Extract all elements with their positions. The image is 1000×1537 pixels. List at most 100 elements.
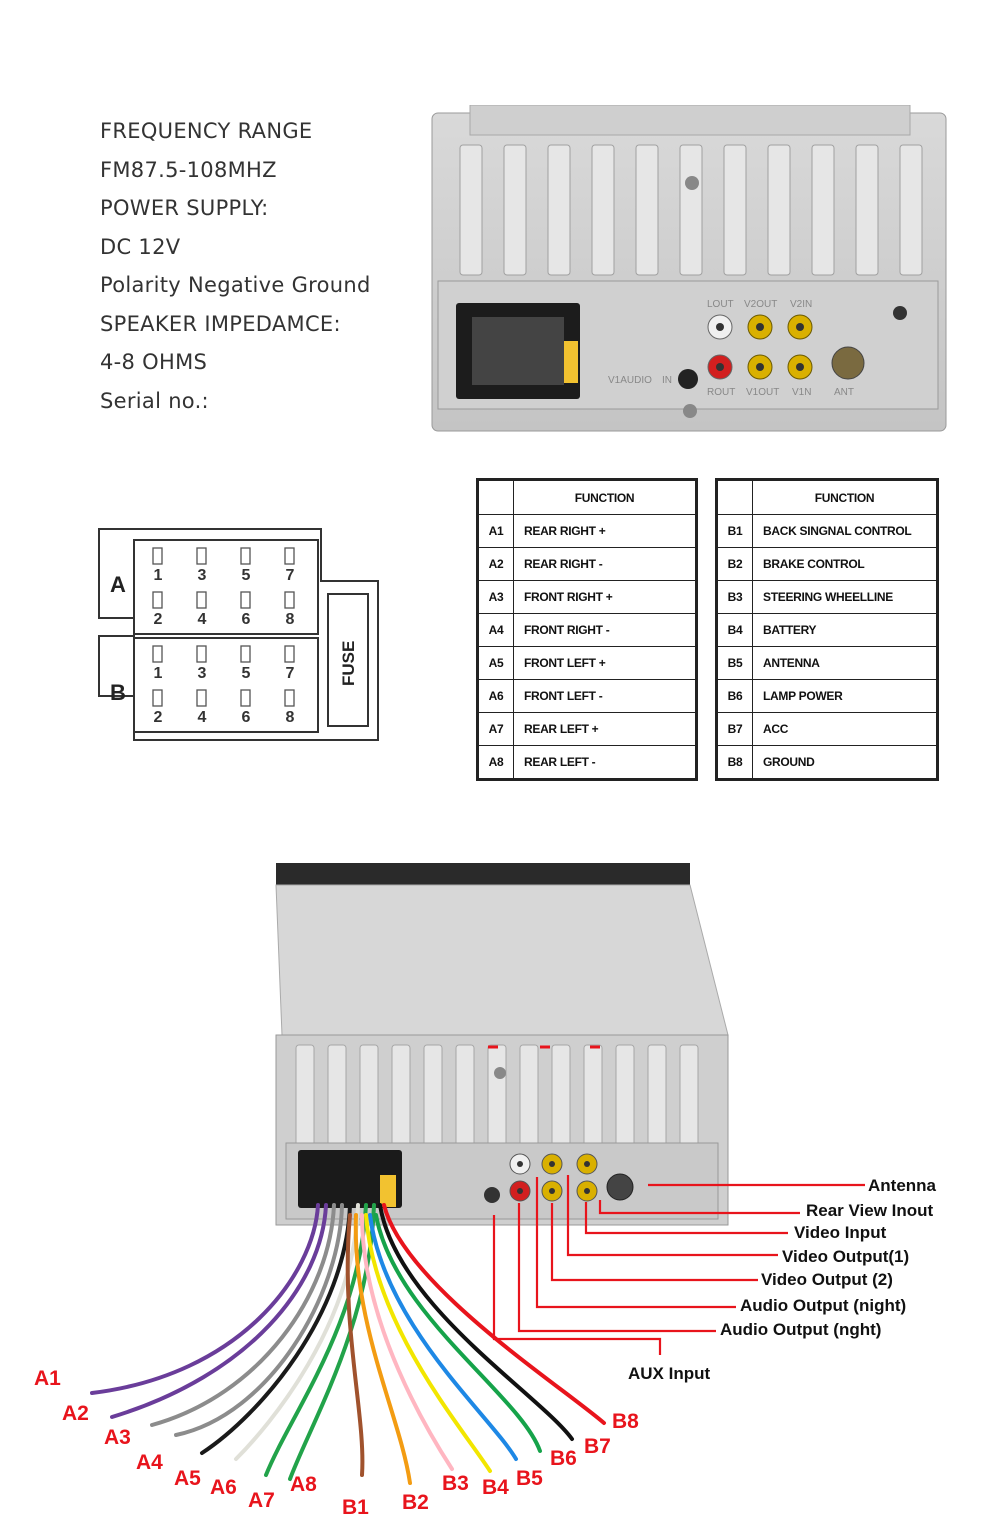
rear-panel-image: LOUT V2OUT V2IN ROUT V1OUT V1N ANT V1AUD… xyxy=(431,105,947,432)
spec-line: DC 12V xyxy=(100,234,181,259)
wire-label-a8: A8 xyxy=(290,1473,317,1496)
pin-function: FRONT LEFT - xyxy=(513,679,697,713)
pin-function: REAR RIGHT - xyxy=(513,547,697,581)
pin-id: A6 xyxy=(477,679,514,713)
pin-id: B2 xyxy=(716,547,753,581)
pin-a7: 7 xyxy=(286,567,295,584)
row-a-label: A xyxy=(110,572,126,597)
wire-label-b1: B1 xyxy=(342,1496,369,1519)
wire-label-b4: B4 xyxy=(482,1476,509,1499)
wire-label-b3: B3 xyxy=(442,1472,469,1495)
pin-a8: 8 xyxy=(286,611,295,628)
pin-function: LAMP POWER xyxy=(752,679,938,713)
spec-line: Polarity Negative Ground xyxy=(100,273,371,297)
pin-function: FRONT RIGHT - xyxy=(513,613,697,647)
pin-function: REAR LEFT + xyxy=(513,712,697,746)
callout-audio-output-nght: Audio Output (nght) xyxy=(720,1320,882,1339)
wire-label-a6: A6 xyxy=(210,1476,237,1499)
table-b-header: FUNCTION xyxy=(752,479,938,515)
pin-id: B7 xyxy=(716,712,753,746)
label-rout: ROUT xyxy=(707,387,735,398)
pin-b1: 1 xyxy=(154,665,163,682)
callout-audio-output-night: Audio Output (night) xyxy=(740,1296,907,1315)
label-v1out: V1OUT xyxy=(746,387,779,398)
label-in: IN xyxy=(662,375,672,386)
wire-label-a2: A2 xyxy=(62,1402,89,1425)
label-v2out: V2OUT xyxy=(744,299,777,310)
label-lout: LOUT xyxy=(707,299,734,310)
wire-label-a4: A4 xyxy=(136,1451,163,1474)
pin-id: B1 xyxy=(716,514,753,548)
pin-a4: 4 xyxy=(198,611,207,628)
wire-label-a1: A1 xyxy=(34,1367,61,1390)
callout-video-output-2: Video Output (2) xyxy=(761,1270,893,1289)
pin-function: BATTERY xyxy=(752,613,938,647)
pin-id: B3 xyxy=(716,580,753,614)
wire-label-b7: B7 xyxy=(584,1435,611,1458)
pin-function: ACC xyxy=(752,712,938,746)
pin-a6: 6 xyxy=(242,611,251,628)
pin-a2: 2 xyxy=(154,611,163,628)
spec-line: 4-8 OHMS xyxy=(100,350,208,374)
pin-id: A7 xyxy=(477,712,514,746)
spec-line: FREQUENCY RANGE xyxy=(100,119,313,143)
pin-function: BRAKE CONTROL xyxy=(752,547,938,581)
pin-b2: 2 xyxy=(154,709,163,726)
pin-function: BACK SINGNAL CONTROL xyxy=(752,514,938,548)
pin-id: A8 xyxy=(477,745,514,780)
spec-line: SPEAKER IMPEDAMCE: xyxy=(100,311,341,336)
pin-id: B8 xyxy=(716,745,753,780)
label-ant: ANT xyxy=(834,387,854,398)
pin-b7: 7 xyxy=(286,665,295,682)
pin-id: A1 xyxy=(477,514,514,548)
pin-id: B5 xyxy=(716,646,753,680)
callout-video-output-1: Video Output(1) xyxy=(782,1247,910,1266)
wire-label-b2: B2 xyxy=(402,1491,429,1514)
pin-id: A4 xyxy=(477,613,514,647)
unit-wiring-diagram xyxy=(90,863,865,1485)
pin-function: FRONT LEFT + xyxy=(513,646,697,680)
pin-function: REAR LEFT - xyxy=(513,745,697,780)
spec-list: FREQUENCY RANGE FM87.5-108MHZ POWER SUPP… xyxy=(100,112,371,420)
spec-line: FM87.5-108MHZ xyxy=(100,157,277,182)
pin-b3: 3 xyxy=(198,665,207,682)
label-v1audio: V1AUDIO xyxy=(608,375,652,386)
pin-a1: 1 xyxy=(154,567,163,584)
pin-a3: 3 xyxy=(198,567,207,584)
pin-function: FRONT RIGHT + xyxy=(513,580,697,614)
pin-id: A3 xyxy=(477,580,514,614)
label-v1n: V1N xyxy=(792,387,811,398)
pin-b8: 8 xyxy=(286,709,295,726)
pin-a5: 5 xyxy=(242,567,251,584)
connector-diagram: A B FUSE 1 3 5 7 2 4 6 8 1 3 5 7 2 4 6 8 xyxy=(98,528,379,741)
callout-rear-view-input: Rear View Inout xyxy=(806,1201,934,1220)
callout-antenna: Antenna xyxy=(868,1176,936,1195)
fuse-label: FUSE xyxy=(339,641,358,686)
wire-label-b6: B6 xyxy=(550,1447,577,1470)
wire-label-b5: B5 xyxy=(516,1467,543,1490)
callout-video-input: Video Input xyxy=(794,1223,887,1242)
pin-id: A2 xyxy=(477,547,514,581)
pin-function: GROUND xyxy=(752,745,938,780)
row-b-label: B xyxy=(110,680,126,705)
pin-id: B4 xyxy=(716,613,753,647)
pin-b4: 4 xyxy=(198,709,207,726)
pin-function: ANTENNA xyxy=(752,646,938,680)
wire-label-a3: A3 xyxy=(104,1426,131,1449)
table-a-header: FUNCTION xyxy=(513,479,697,515)
